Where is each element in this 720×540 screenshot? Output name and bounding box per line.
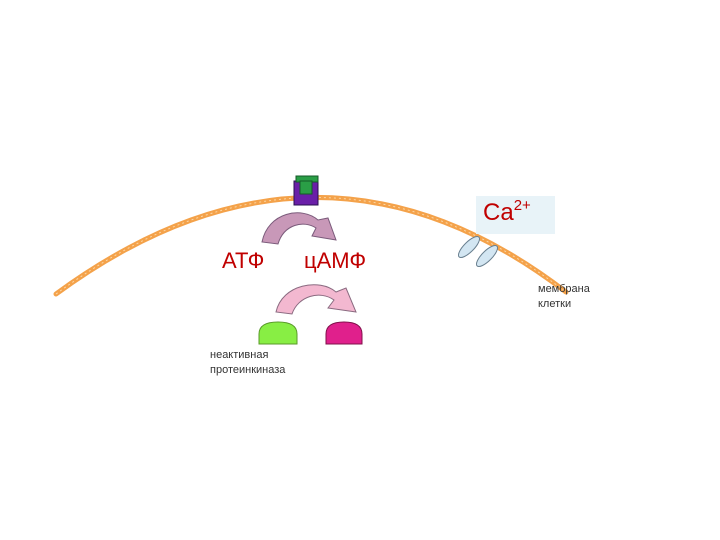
calcium-ion-box xyxy=(476,196,555,234)
calcium-channel xyxy=(457,235,499,268)
kinase-label-line2: протеинкиназа xyxy=(210,364,286,376)
receptor xyxy=(293,175,319,206)
membrane-label-line1: мембрана xyxy=(538,283,590,295)
inactive-kinase-shape xyxy=(258,321,298,345)
calcium-charge: 2+ xyxy=(513,197,531,214)
activation-arrow xyxy=(275,284,357,315)
calcium-symbol: Ca xyxy=(483,199,514,226)
kinase-label-line1: неактивная xyxy=(210,349,269,361)
active-kinase-shape xyxy=(325,321,363,345)
membrane-label-line2: клетки xyxy=(538,298,572,310)
atp-label: АТФ xyxy=(222,248,265,273)
calcium-ion-label: Ca2+ xyxy=(483,197,531,227)
camp-label: цАМФ xyxy=(304,248,367,273)
membrane-label: мембрана клетки xyxy=(538,282,590,312)
kinase-label: неактивная протеинкиназа xyxy=(210,348,285,378)
conversion-arrow xyxy=(261,212,337,245)
